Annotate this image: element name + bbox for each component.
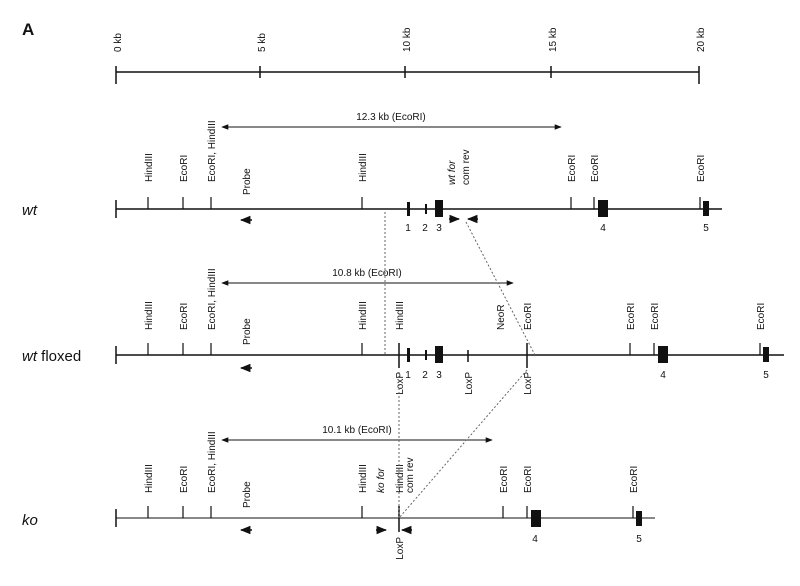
scale-tick-label: 20 kb: [696, 27, 707, 52]
exon-block: [407, 348, 410, 362]
exon-label: 4: [660, 370, 666, 381]
exon-block: [763, 347, 769, 362]
exon-label: 5: [703, 223, 709, 234]
site-label: HindIII: [144, 301, 155, 330]
site-label: EcoRI: [650, 303, 661, 330]
loxp-label: LoxP: [395, 372, 406, 395]
loxp-label: LoxP: [395, 537, 406, 560]
exon-block: [425, 350, 427, 360]
exon-block: [435, 346, 443, 363]
track-wt-floxed: wt floxed 10.8 kb (EcoRI) HindIII EcoRI …: [22, 268, 784, 395]
probe-label: Probe: [242, 481, 253, 508]
site-label: HindIII: [144, 464, 155, 493]
loxp-label: LoxP: [523, 372, 534, 395]
site-label: HindIII: [395, 464, 406, 493]
site-label: HindIII: [395, 301, 406, 330]
connector-line: [398, 369, 528, 519]
fragment-label: 10.1 kb (EcoRI): [322, 425, 391, 436]
site-label: EcoRI: [626, 303, 637, 330]
exon-label: 1: [405, 223, 411, 234]
exon-block: [407, 202, 410, 216]
site-label: EcoRI: [567, 155, 578, 182]
scale-bar: 0 kb 5 kb 10 kb 15 kb 20 kb: [113, 27, 707, 84]
exon-block: [658, 346, 668, 363]
exon-block: [531, 510, 541, 527]
track-name: ko: [22, 512, 38, 529]
exon-label: 1: [405, 370, 411, 381]
exon-block: [435, 200, 443, 217]
exon-label: 4: [532, 534, 538, 545]
loxp-label: LoxP: [464, 372, 475, 395]
exon-label: 2: [422, 223, 428, 234]
exon-label: 3: [436, 370, 442, 381]
site-label: EcoRI: [696, 155, 707, 182]
connector-line: [465, 221, 536, 356]
alignment-connectors: [384, 212, 536, 519]
site-label: EcoRI: [629, 466, 640, 493]
panel-label: A: [22, 20, 34, 39]
site-label: HindIII: [144, 153, 155, 182]
site-label: EcoRI: [523, 303, 534, 330]
scale-tick-label: 10 kb: [402, 27, 413, 52]
primer-label: ko for: [376, 467, 387, 493]
exon-block: [598, 200, 608, 217]
neor-label: NeoR: [496, 304, 507, 330]
site-label: HindIII: [358, 301, 369, 330]
exon-label: 2: [422, 370, 428, 381]
site-label: EcoRI: [179, 155, 190, 182]
scale-tick-label: 0 kb: [113, 33, 124, 52]
probe-label: Probe: [242, 168, 253, 195]
exon-block: [703, 201, 709, 216]
exon-label: 5: [763, 370, 769, 381]
primer-label: com rev: [461, 149, 472, 185]
site-label: EcoRI, HindIII: [207, 268, 218, 330]
exon-label: 3: [436, 223, 442, 234]
probe-label: Probe: [242, 318, 253, 345]
fragment-label: 10.8 kb (EcoRI): [332, 268, 401, 279]
scale-tick-label: 15 kb: [548, 27, 559, 52]
exon-block: [425, 204, 427, 214]
track-name: wt floxed: [22, 348, 81, 365]
site-label: EcoRI: [590, 155, 601, 182]
primer-label: wt for: [447, 160, 458, 185]
site-label: EcoRI: [179, 303, 190, 330]
exon-label: 4: [600, 223, 606, 234]
exon-label: 5: [636, 534, 642, 545]
site-label: EcoRI, HindIII: [207, 431, 218, 493]
site-label: EcoRI: [523, 466, 534, 493]
track-wt: wt 12.3 kb (EcoRI) HindIII EcoRI EcoRI, …: [22, 112, 722, 234]
site-label: EcoRI: [499, 466, 510, 493]
scale-tick-label: 5 kb: [257, 33, 268, 52]
site-label: HindIII: [358, 153, 369, 182]
fragment-label: 12.3 kb (EcoRI): [356, 112, 425, 123]
site-label: EcoRI, HindIII: [207, 120, 218, 182]
primer-label: com rev: [405, 457, 416, 493]
exon-block: [636, 511, 642, 526]
track-name: wt: [22, 202, 38, 219]
site-label: EcoRI: [179, 466, 190, 493]
site-label: HindIII: [358, 464, 369, 493]
track-ko: ko 10.1 kb (EcoRI) HindIII EcoRI EcoRI, …: [22, 425, 655, 560]
site-label: EcoRI: [756, 303, 767, 330]
